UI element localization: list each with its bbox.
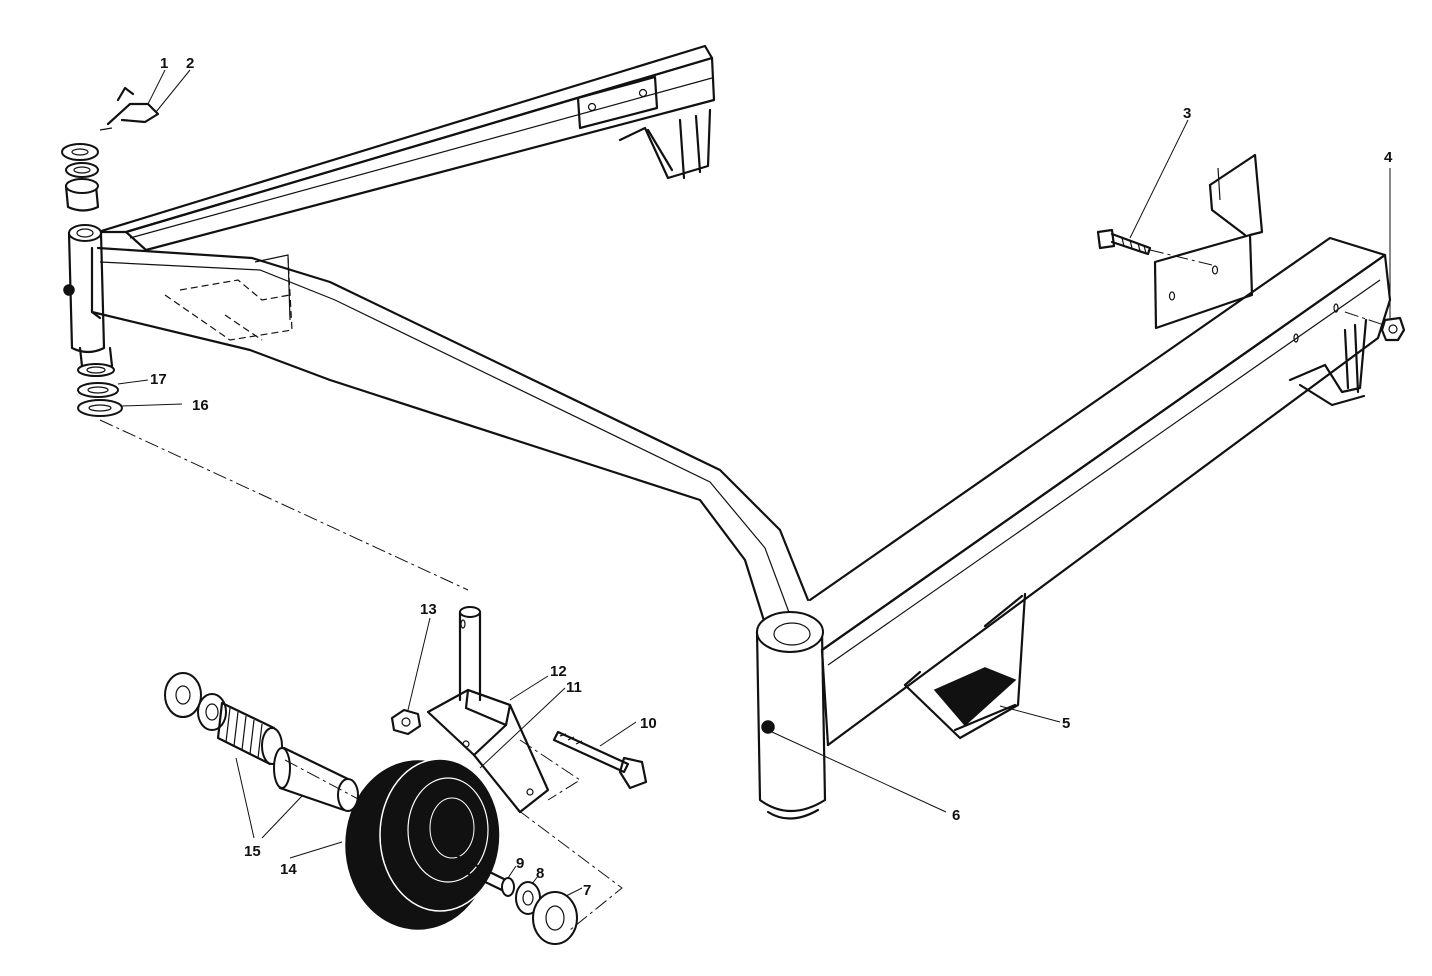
callout-14: 14	[280, 861, 297, 878]
callout-5: 5	[1062, 715, 1070, 732]
callout-3: 3	[1183, 105, 1191, 122]
callout-1: 1	[160, 55, 168, 72]
callout-17: 17	[150, 371, 167, 388]
callout-8: 8	[536, 865, 544, 882]
callout-9: 9	[516, 855, 524, 872]
callout-11: 11	[566, 679, 582, 696]
leader-lines	[117, 69, 1391, 897]
callout-7: 7	[583, 882, 591, 899]
callout-16: 16	[192, 397, 209, 414]
callout-12: 12	[550, 663, 567, 680]
mount-bracket	[1096, 153, 1406, 342]
callout-6: 6	[952, 807, 960, 824]
main-frame	[63, 44, 1392, 820]
callout-4: 4	[1384, 149, 1393, 166]
callout-13: 13	[420, 601, 437, 618]
pivot-hardware	[61, 86, 469, 591]
callout-labels: 1 2 3 4 5 6 7 8 9 10 11 12 13 14 15 16 1…	[150, 55, 1393, 899]
caster-assembly	[164, 606, 648, 945]
callout-15: 15	[244, 843, 261, 860]
callout-10: 10	[640, 715, 657, 732]
callout-2: 2	[186, 55, 194, 72]
